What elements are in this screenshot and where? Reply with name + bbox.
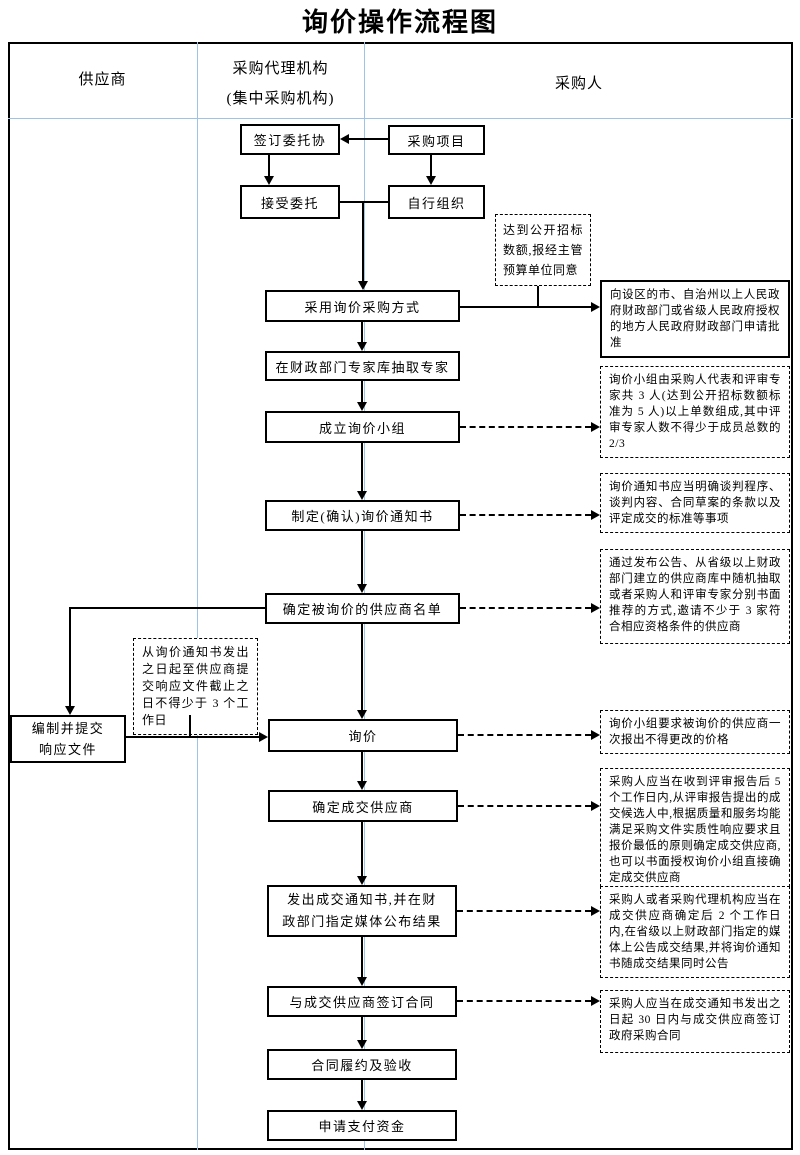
node-prepare-response-line1: 编制并提交 [31, 721, 105, 736]
node-prepare-response-line2: 响应文件 [38, 742, 97, 757]
arrowhead-review-note [591, 801, 600, 811]
connector-publicbid-note-drop [537, 286, 539, 307]
connector-list-to-prepare-v [69, 607, 71, 706]
note-public-bid: 达到公开招标数额,报经主管预算单位同意 [495, 214, 591, 286]
arrowhead-price-note [591, 730, 600, 740]
node-inquiry: 询价 [268, 719, 458, 752]
arrowhead-notice-to-list [357, 584, 367, 593]
connector-sign-to-perform [361, 1017, 363, 1041]
arrowhead-sign-to-perform [357, 1040, 367, 1049]
lane-header-agency: 采购代理机构 (集中采购机构) [197, 54, 364, 114]
note-notice-content: 询价通知书应当明确谈判程序、谈判内容、合同草案的条款以及评定成交的标准等事项 [600, 473, 790, 533]
connector-threedays-note-drop [189, 715, 191, 737]
node-self-organize: 自行组织 [388, 185, 485, 219]
header-divider [8, 118, 793, 119]
arrowhead-perform-to-payment [357, 1101, 367, 1110]
connector-list-to-prepare-h [70, 607, 265, 609]
connector-issue-to-sign [361, 937, 363, 978]
dashed-connector-notice-note [460, 514, 591, 516]
connector-accept-self-bridge [340, 201, 388, 203]
node-perform-contract: 合同履约及验收 [267, 1049, 457, 1080]
arrowhead-sign30-note [591, 996, 600, 1006]
node-sign-agreement: 签订委托协 [240, 124, 340, 155]
arrowhead-adopt-to-experts [357, 342, 367, 351]
node-approval: 向设区的市、自治州以上人民政府财政部门或省级人民政府授权的地方人民政府财政部门申… [600, 280, 790, 358]
connector-perform-to-payment [361, 1080, 363, 1102]
node-purchase-project: 采购项目 [388, 125, 485, 155]
connector-experts-to-group [361, 381, 363, 403]
lane-header-agency-line2: (集中采购机构) [226, 91, 335, 107]
arrowhead-notice-note [591, 510, 600, 520]
lane-header-agency-line1: 采购代理机构 [232, 61, 329, 77]
connector-sign-to-accept [268, 155, 270, 177]
node-confirm-supplier: 确定成交供应商 [268, 790, 458, 822]
node-sign-contract: 与成交供应商签订合同 [267, 986, 457, 1017]
connector-confirm-to-issue [361, 822, 363, 877]
arrowhead-group-to-notice [357, 491, 367, 500]
arrowhead-invite-note [591, 603, 600, 613]
arrowhead-group-note [591, 422, 600, 432]
node-supplier-list: 确定被询价的供应商名单 [265, 593, 460, 624]
lane-header-purchaser: 采购人 [554, 76, 603, 92]
dashed-connector-price-note [458, 734, 591, 736]
node-issue-notice: 发出成交通知书,并在财政部门指定媒体公布结果 [267, 885, 457, 937]
node-apply-payment: 申请支付资金 [267, 1110, 457, 1141]
note-group-composition: 询价小组由采购人代表和评审专家共 3 人(达到公开招标数额标准为 5 人)以上单… [600, 366, 790, 458]
arrowhead-sign-to-accept [264, 176, 274, 185]
page-title: 询价操作流程图 [301, 8, 498, 37]
note-sign-30days: 采购人应当在成交通知书发出之日起 30 日内与成交供应商签订政府采购合同 [600, 990, 790, 1053]
table-frame [8, 42, 793, 1150]
node-accept-entrust: 接受委托 [240, 185, 340, 219]
connector-bridge-to-adopt [362, 202, 364, 282]
arrowhead-prepare-to-inquiry [259, 732, 268, 742]
connector-adopt-to-approval [460, 306, 591, 308]
arrowhead-confirm-to-issue [357, 876, 367, 885]
arrowhead-experts-to-group [357, 402, 367, 411]
note-one-price: 询价小组要求被询价的供应商一次报出不得更改的价格 [600, 710, 790, 754]
dashed-connector-sign30-note [457, 1000, 591, 1002]
arrowhead-publish-note [591, 906, 600, 916]
dashed-connector-group-note [460, 426, 591, 428]
arrowhead-project-to-sign [340, 134, 349, 144]
note-publish-2days: 采购人或者采购代理机构应当在成交供应商确定后 2 个工作日内,在省级以上财政部门… [600, 886, 790, 978]
arrowhead-issue-to-sign [357, 977, 367, 986]
connector-notice-to-list [361, 531, 363, 585]
lane-divider-1 [197, 42, 198, 1150]
dashed-connector-publish-note [457, 910, 591, 912]
note-three-days: 从询价通知书发出之日起至供应商提交响应文件截止之日不得少于 3 个工作日 [133, 638, 258, 735]
arrowhead-adopt-to-approval [591, 302, 600, 312]
arrowhead-bridge-to-adopt [358, 281, 368, 290]
node-prepare-response: 编制并提交 响应文件 [10, 715, 126, 763]
connector-group-to-notice [361, 443, 363, 492]
connector-list-to-inquiry [361, 624, 363, 711]
node-make-notice: 制定(确认)询价通知书 [265, 500, 460, 531]
node-form-group: 成立询价小组 [265, 411, 460, 443]
connector-project-to-sign [349, 138, 388, 140]
connector-prepare-to-inquiry [126, 736, 259, 738]
dashed-connector-invite-note [460, 607, 591, 609]
note-review-5days: 采购人应当在收到评审报告后 5 个工作日内,从评审报告提出的成交候选人中,根据质… [600, 768, 790, 892]
arrowhead-list-to-inquiry [357, 710, 367, 719]
connector-project-to-self [430, 155, 432, 177]
arrowhead-project-to-self [426, 176, 436, 185]
lane-header-supplier: 供应商 [78, 72, 127, 88]
dashed-connector-review-note [458, 805, 591, 807]
connector-adopt-to-experts [361, 322, 363, 343]
arrowhead-list-to-prepare [65, 706, 75, 715]
connector-inquiry-to-confirm [361, 752, 363, 782]
arrowhead-inquiry-to-confirm [357, 781, 367, 790]
node-extract-experts: 在财政部门专家库抽取专家 [265, 351, 460, 381]
node-adopt-inquiry: 采用询价采购方式 [265, 290, 460, 322]
note-invite-suppliers: 通过发布公告、从省级以上财政部门建立的供应商库中随机抽取或者采购人和评审专家分别… [600, 549, 790, 644]
